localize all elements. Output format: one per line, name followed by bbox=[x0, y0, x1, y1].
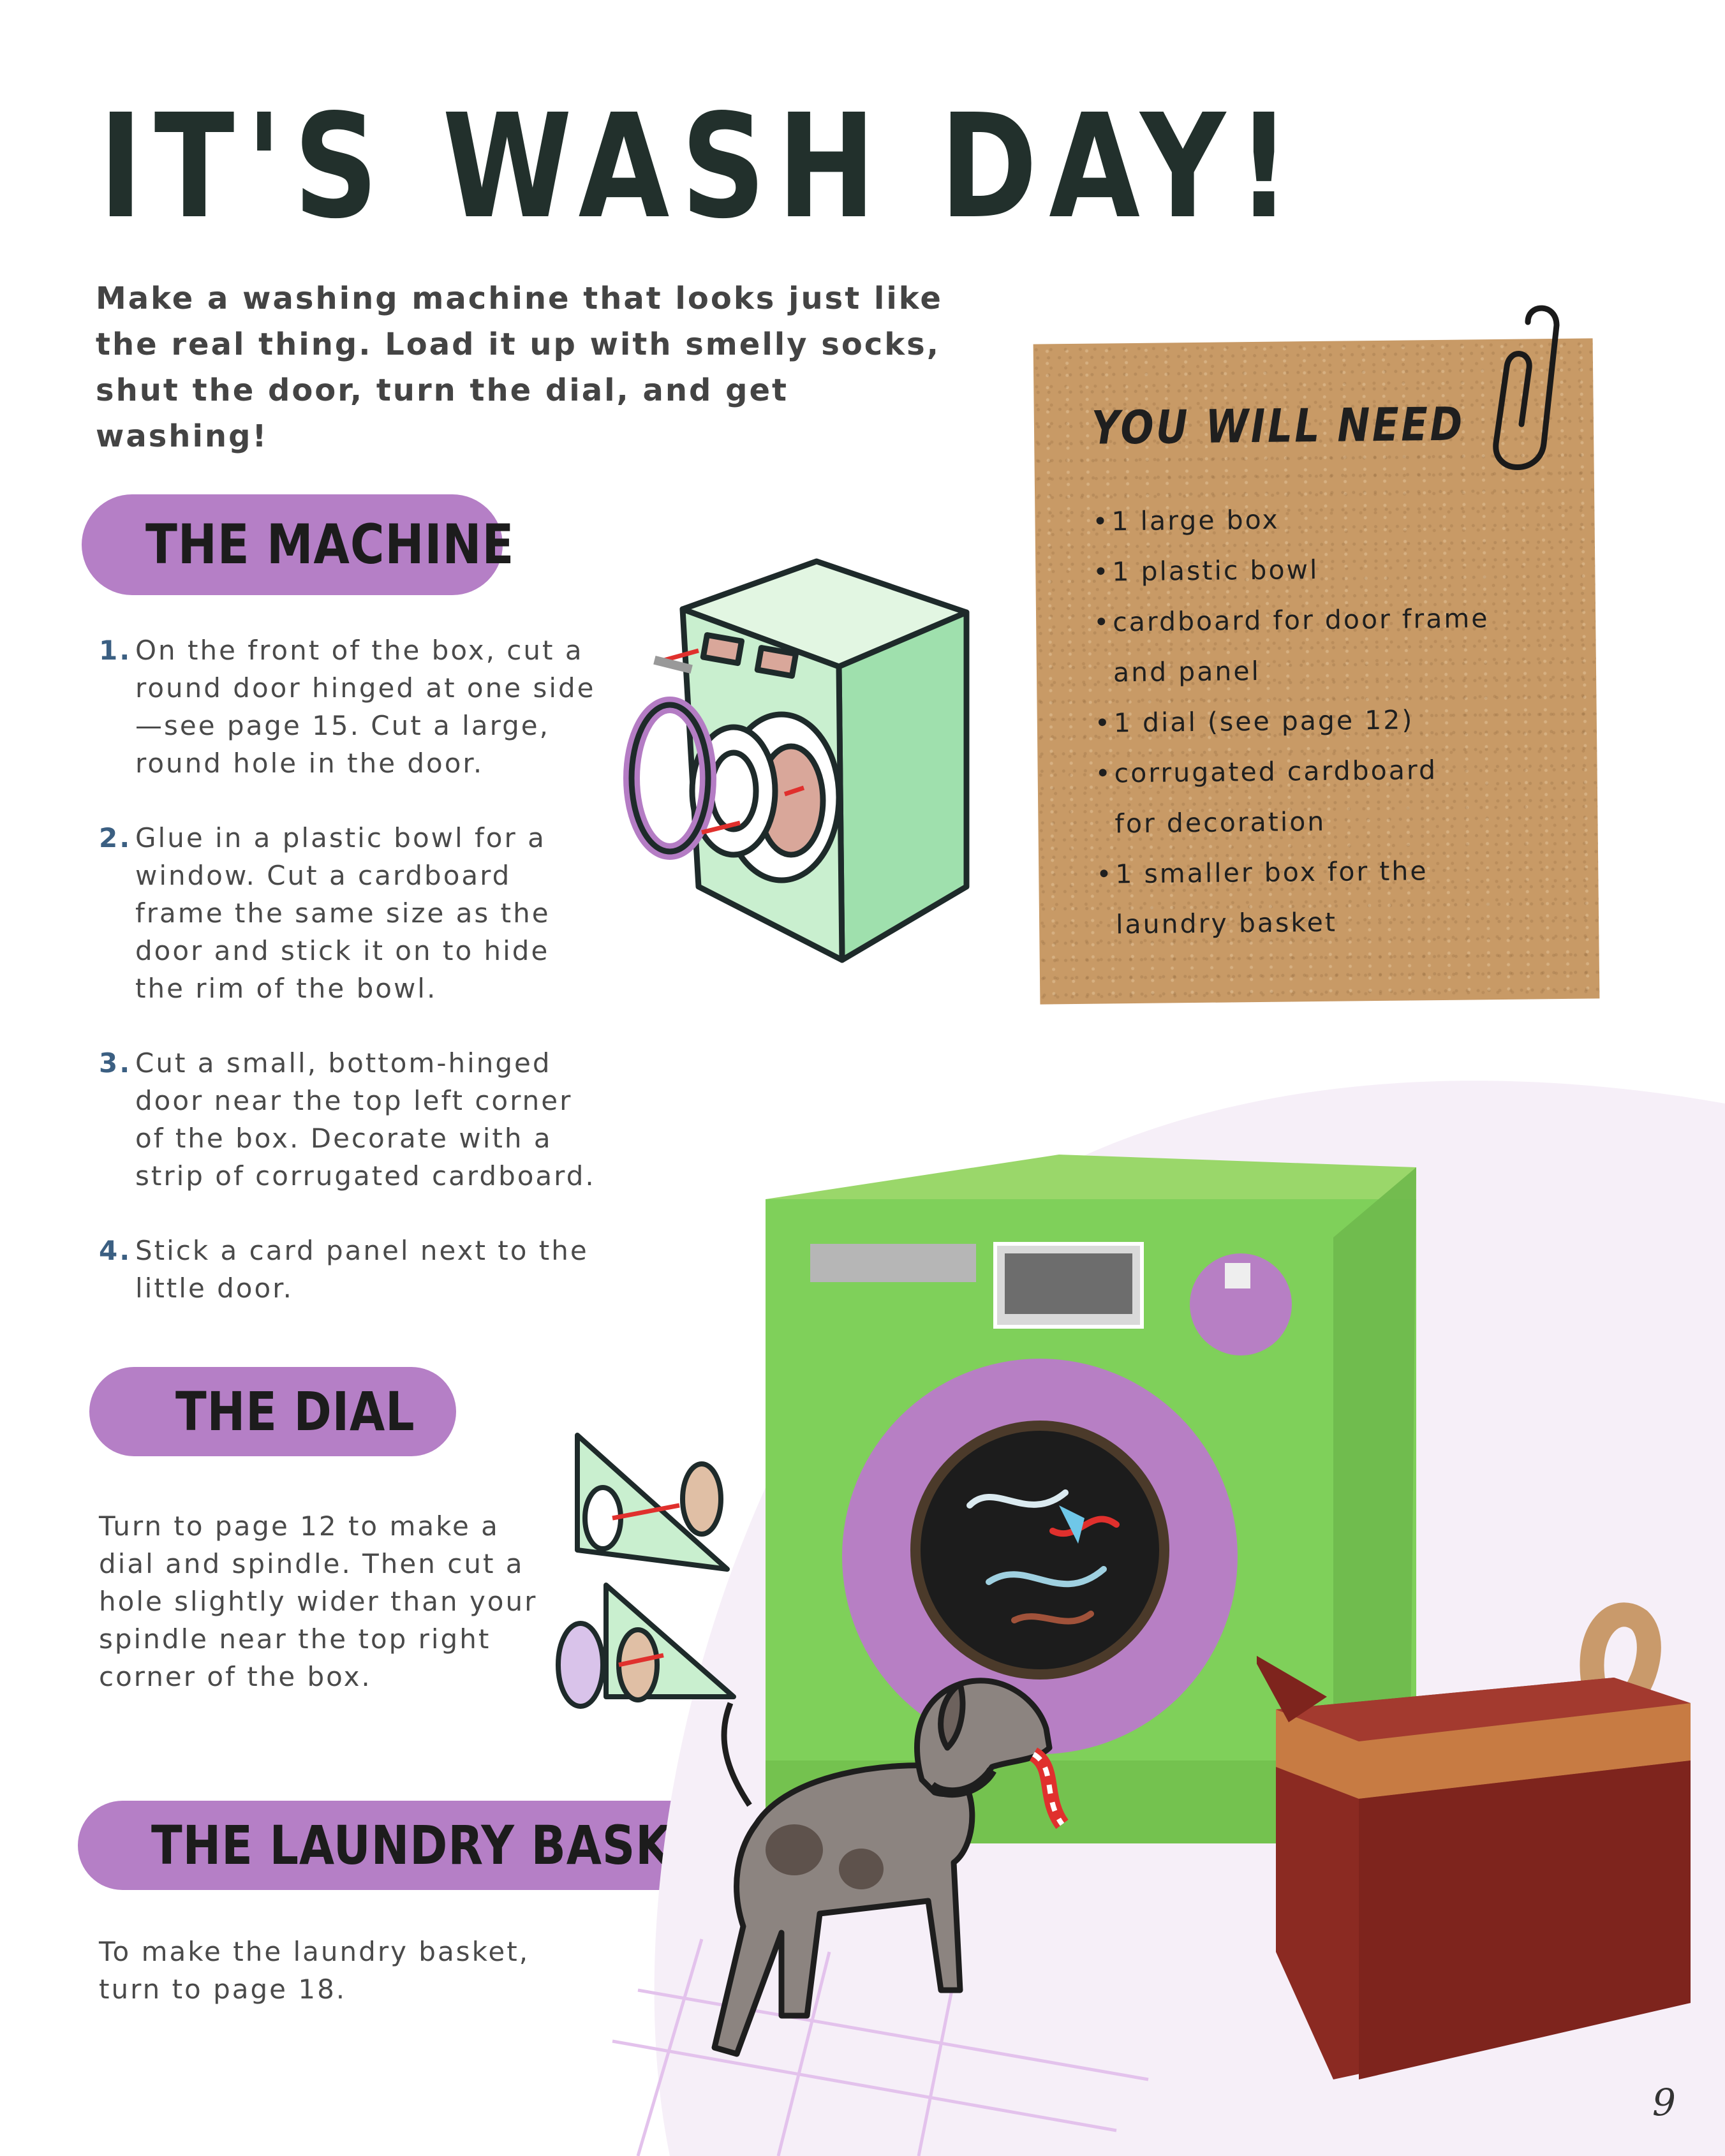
machine-steps: 1. On the front of the box, cut a round … bbox=[99, 631, 603, 1344]
page-number: 9 bbox=[1652, 2081, 1676, 2124]
step-4: 4. Stick a card panel next to the little… bbox=[99, 1232, 603, 1307]
need-item: •1 large box bbox=[1092, 504, 1280, 537]
dial-text: Turn to page 12 to make a dial and spind… bbox=[99, 1510, 538, 1692]
step-number: 1. bbox=[99, 635, 132, 666]
section-heading-dial: THE DIAL bbox=[89, 1367, 456, 1456]
step-1: 1. On the front of the box, cut a round … bbox=[99, 631, 603, 782]
dial-sketch-illustration bbox=[556, 1433, 736, 1709]
step-3: 3. Cut a small, bottom-hinged door near … bbox=[99, 1044, 603, 1195]
you-will-need-title: YOU WILL NEED bbox=[1091, 397, 1465, 455]
dog-illustration bbox=[711, 1678, 1069, 2057]
laundry-basket-photo bbox=[1257, 1602, 1691, 2079]
need-item: •1 plastic bowl bbox=[1093, 554, 1319, 587]
step-text: Glue in a plastic bowl for a window. Cut… bbox=[135, 822, 551, 1004]
step-text: On the front of the box, cut a round doo… bbox=[135, 635, 596, 779]
step-2: 2. Glue in a plastic bowl for a window. … bbox=[99, 819, 603, 1007]
step-text: Cut a small, bottom-hinged door near the… bbox=[135, 1047, 596, 1192]
section-heading-machine-label: THE MACHINE bbox=[145, 513, 515, 577]
step-number: 2. bbox=[99, 822, 132, 853]
section-heading-machine: THE MACHINE bbox=[82, 494, 514, 595]
need-item: •1 dial (see page 12) bbox=[1094, 704, 1414, 739]
step-number: 3. bbox=[99, 1047, 132, 1079]
section-heading-dial-label: THE DIAL bbox=[175, 1380, 415, 1443]
basket-text: To make the laundry basket, turn to page… bbox=[99, 1936, 530, 2005]
machine-sketch-illustration bbox=[623, 558, 970, 963]
paperclip-icon bbox=[1493, 305, 1560, 470]
step-text: Stick a card panel next to the little do… bbox=[135, 1235, 589, 1304]
section-heading-basket: THE LAUNDRY BASKET bbox=[78, 1801, 734, 1890]
intro-paragraph: Make a washing machine that looks just l… bbox=[96, 281, 943, 454]
page-title: IT'S WASH DAY! bbox=[99, 84, 1303, 251]
section-heading-basket-label: THE LAUNDRY BASKET bbox=[151, 1814, 735, 1877]
step-number: 4. bbox=[99, 1235, 132, 1266]
you-will-need-list: •1 large box •1 plastic bowl •cardboard … bbox=[1092, 492, 1581, 950]
